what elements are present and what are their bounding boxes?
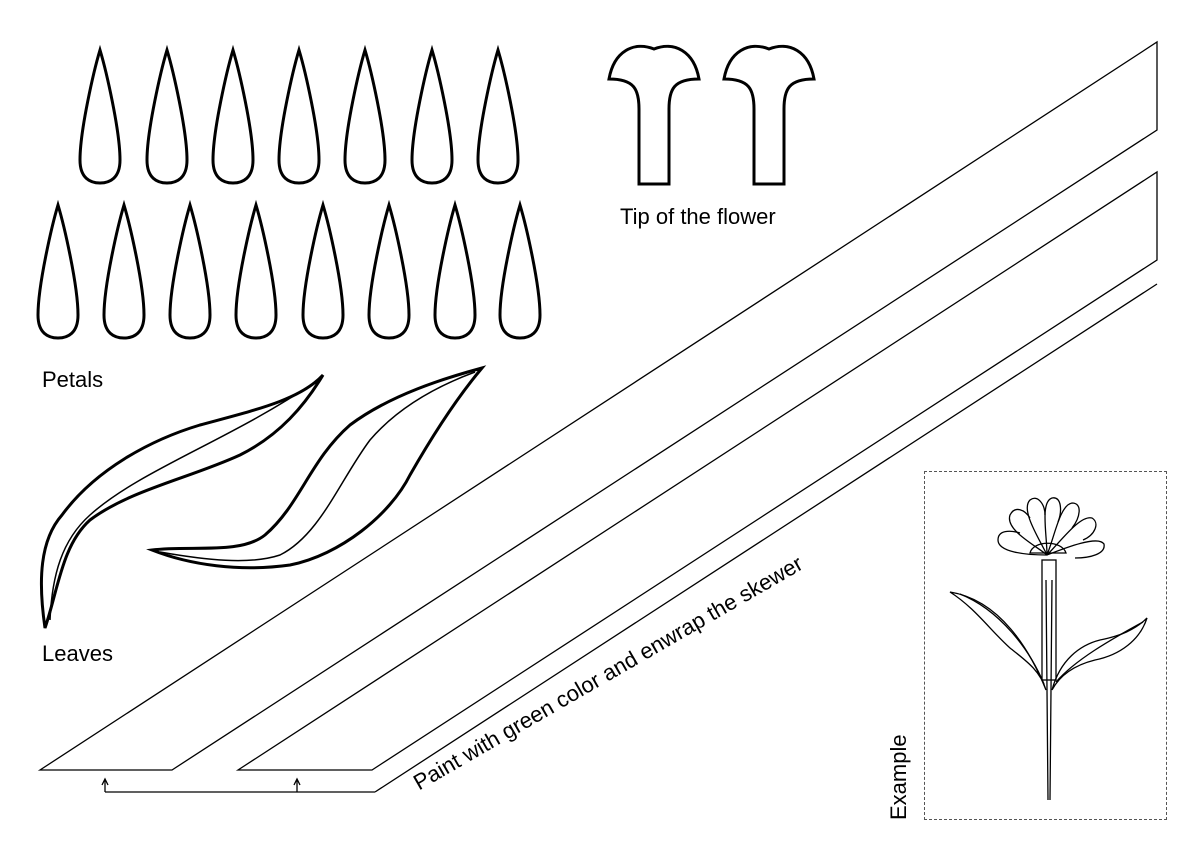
- stem-strips: [37, 40, 1158, 793]
- petal-icon[interactable]: [367, 203, 411, 340]
- petal-icon[interactable]: [277, 48, 321, 185]
- petal-icon[interactable]: [36, 203, 80, 340]
- petal-icon[interactable]: [168, 203, 212, 340]
- petal-icon[interactable]: [433, 203, 477, 340]
- petal-icon[interactable]: [410, 48, 454, 185]
- flower-tip-label: Tip of the flower: [620, 204, 776, 229]
- petal-icon[interactable]: [234, 203, 278, 340]
- leaves: [39, 365, 487, 629]
- petal-icon[interactable]: [476, 48, 520, 185]
- leaf-icon[interactable]: [146, 365, 487, 570]
- petal-icon[interactable]: [301, 203, 345, 340]
- example-frame: [924, 471, 1167, 820]
- flower-tip-icon[interactable]: [722, 44, 816, 186]
- petal-icon[interactable]: [498, 203, 542, 340]
- petal-icon[interactable]: [211, 48, 255, 185]
- leaves-label: Leaves: [42, 641, 113, 666]
- stem-strip-icon[interactable]: [235, 170, 1158, 771]
- petals-label: Petals: [42, 367, 104, 392]
- flower-tips: [607, 44, 816, 186]
- petal-icon[interactable]: [78, 48, 122, 185]
- example-label: Example: [886, 734, 911, 820]
- arrow-up-icon: [101, 777, 109, 786]
- leaf-icon[interactable]: [39, 373, 325, 629]
- arrow-up-icon: [293, 777, 301, 786]
- fold-guide: [105, 283, 1158, 793]
- petal-icon[interactable]: [343, 48, 387, 185]
- petals-row-bottom: [36, 203, 542, 340]
- petal-icon[interactable]: [145, 48, 189, 185]
- flower-tip-icon[interactable]: [607, 44, 701, 186]
- petal-icon[interactable]: [102, 203, 146, 340]
- flower-icon: [949, 497, 1148, 801]
- petals-row-top: [78, 48, 520, 185]
- stem-strip-icon[interactable]: [37, 40, 1158, 771]
